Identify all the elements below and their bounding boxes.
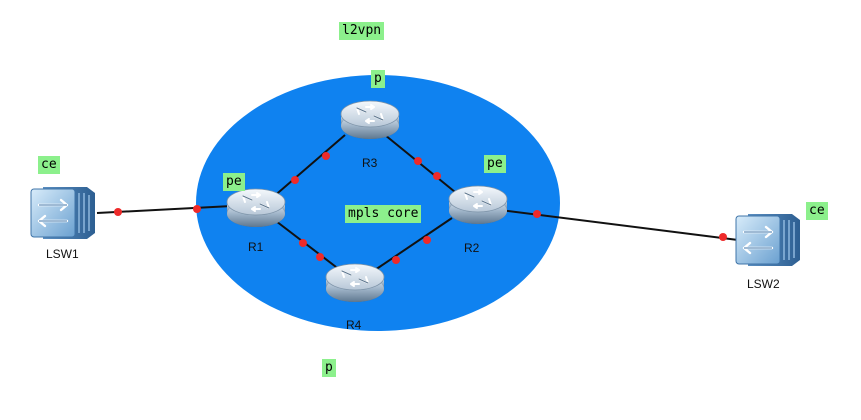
r1-role-tag: pe: [223, 173, 245, 191]
port-dot: [392, 256, 400, 264]
mpls-core-area: [196, 75, 560, 331]
router-icon[interactable]: [226, 188, 286, 228]
link-r4-r2: [371, 217, 453, 273]
router-icon[interactable]: [325, 263, 385, 303]
switch-icon[interactable]: [29, 185, 97, 241]
r3-role-tag: p: [371, 70, 385, 88]
r4-label: R4: [346, 318, 362, 332]
r2-label: R2: [464, 241, 480, 255]
port-dot: [291, 176, 299, 184]
lsw2-role-tag: ce: [806, 202, 828, 220]
port-dot: [719, 233, 727, 241]
core-label: mpls core: [345, 205, 422, 223]
link-r1-r3: [271, 134, 346, 199]
switch-icon[interactable]: [734, 212, 802, 268]
port-dot: [299, 239, 307, 247]
lsw1-label: LSW1: [46, 247, 79, 261]
diagram-title: l2vpn: [339, 22, 385, 40]
r4-role-tag: p: [322, 359, 336, 377]
router-icon[interactable]: [340, 100, 400, 140]
port-dot: [414, 157, 422, 165]
port-dot: [423, 236, 431, 244]
lsw2-label: LSW2: [747, 277, 780, 291]
router-icon[interactable]: [448, 185, 508, 225]
port-dot: [316, 253, 324, 261]
port-dot: [114, 208, 122, 216]
port-dot: [433, 172, 441, 180]
port-dots: [114, 152, 727, 264]
lsw1-role-tag: ce: [38, 156, 60, 174]
r3-label: R3: [362, 156, 378, 170]
r1-label: R1: [248, 240, 264, 254]
port-dot: [322, 152, 330, 160]
port-dot: [533, 210, 541, 218]
r2-role-tag: pe: [484, 155, 506, 173]
port-dot: [193, 205, 201, 213]
